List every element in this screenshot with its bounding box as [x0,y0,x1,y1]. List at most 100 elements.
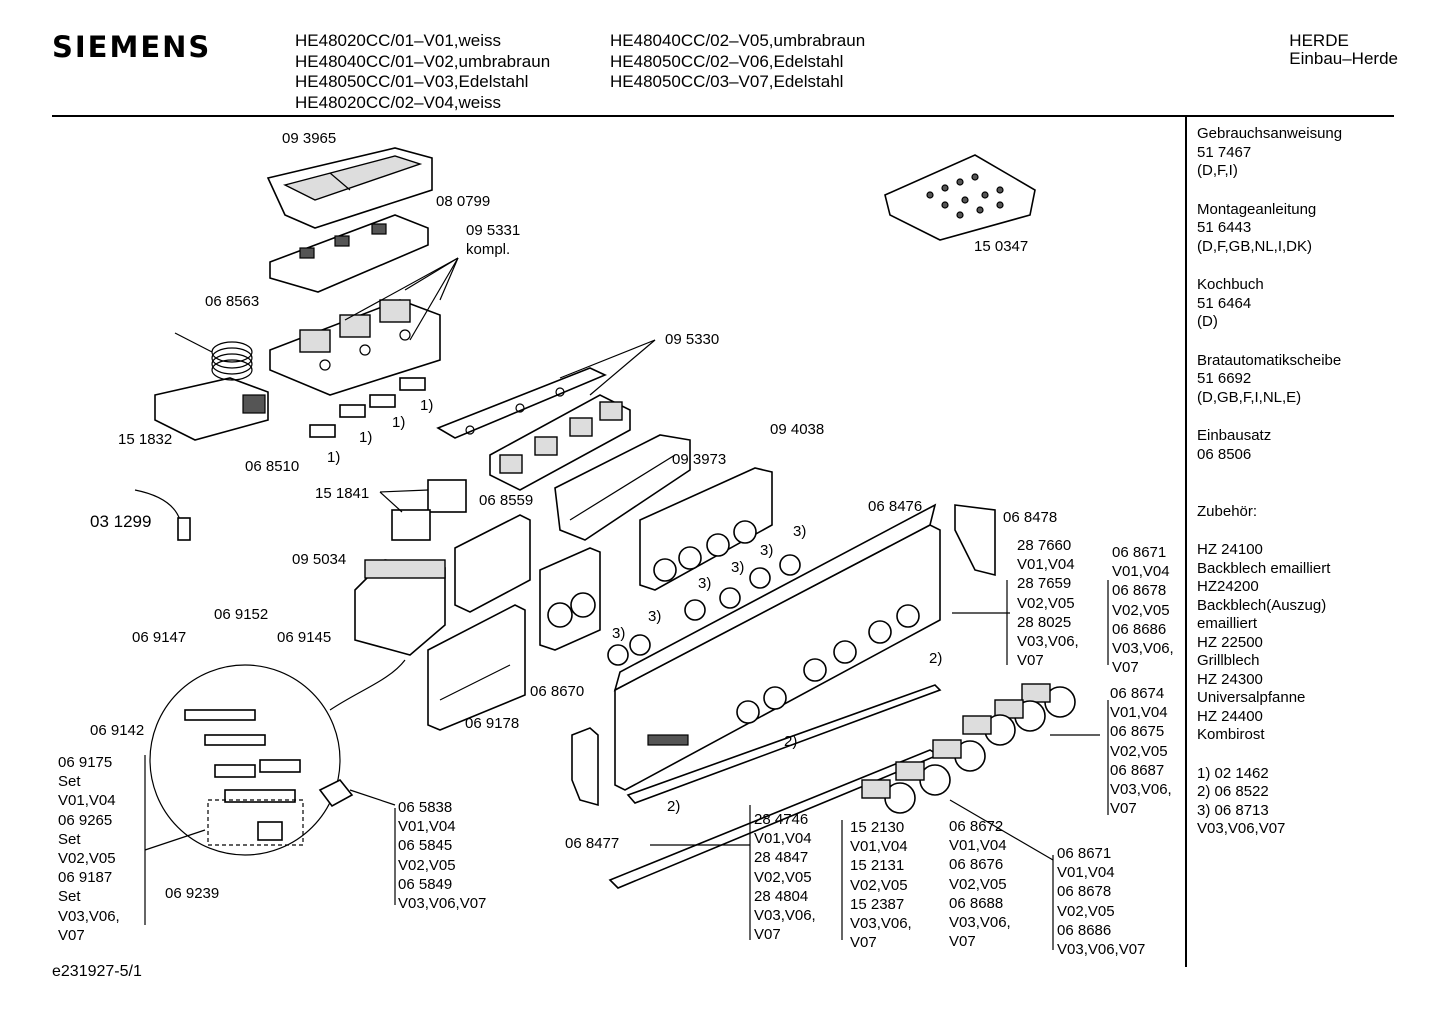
variant-text: V02,V05 [1110,742,1168,760]
footnote-ref: 3) [698,574,711,593]
variant-text: V03,V06, [949,914,1011,932]
footnote-ref: 2) [784,732,797,751]
sidebar-text: 3) 06 8713 [1197,801,1269,819]
bezel-part [639,467,773,591]
part-label: 08 0799 [436,192,490,211]
sidebar-text: HZ24200 [1197,578,1259,595]
variant-text: V03,V06,V07 [398,895,487,913]
control-knobs [861,683,1076,814]
variant-text: V01,V04 [754,830,812,848]
footnote-ref: 2) [929,649,942,668]
sidebar-text: HZ 24400 [1197,707,1263,725]
part-label: 06 8559 [479,491,533,510]
part-number: 06 9175 [58,754,113,771]
part-number: 15 2131 [850,857,905,875]
footnote-ref: 1) [359,428,372,447]
sidebar-text: Einbausatz [1197,427,1272,444]
part-label: 09 5034 [292,550,346,569]
part-note: kompl. [466,241,511,259]
footnote-ref: 1) [420,396,433,415]
part-number: 06 8688 [949,894,1004,912]
part-number: 06 8563 [205,293,260,310]
brand-logo: SIEMENS [52,30,212,64]
parts-sidebar: Gebrauchsanweisung 51 7467 (D,F,I) Monta… [1197,125,1342,859]
part-number: 08 0799 [436,193,491,210]
variant-text: Set [58,773,81,791]
footnote-ref: 2) [667,797,680,816]
sidebar-text: Bratautomatikscheibe [1197,351,1342,369]
part-number: 06 8676 [949,856,1004,874]
mount-bracket-part [454,514,531,613]
sidebar-text: (D) [1197,313,1218,330]
part-number: 09 4038 [770,421,825,438]
pcb-part [427,604,526,731]
part-number: 28 7659 [1017,575,1072,593]
footnote-ref: 1) [392,413,405,432]
sidebar-text: 2) 06 8522 [1197,783,1269,800]
exploded-parts-drawing [134,147,1109,950]
part-number: 06 8559 [479,492,534,509]
variant-text: V03,V06, [754,907,816,925]
part-number: 06 9265 [58,811,113,829]
cable-part [134,489,191,541]
part-label: 06 8476 [868,497,922,516]
sidebar-block: Zubehör: [1197,484,1342,521]
part-label: 06 8478 [1003,508,1057,527]
part-number: 06 5838 [398,799,453,816]
footnote-mark: 3) [612,625,626,642]
footnote-mark: 3) [698,575,712,592]
part-label: 15 1841 [315,484,369,503]
part-number: 06 9178 [465,715,520,732]
variant-text: V07 [1112,659,1139,677]
sidebar-text: (D,F,GB,NL,I,DK) [1197,237,1313,255]
part-number: 06 8671 [1057,845,1112,862]
footnote-mark: 3) [648,608,662,625]
category-title: HERDE Einbau–Herde [1289,32,1398,68]
model-line: HE48040CC/01–V02,umbrabraun [295,51,551,71]
part-number: 09 5034 [292,551,347,568]
variant-text: V02,V05 [949,875,1007,893]
footnote-mark: 2) [784,733,798,750]
footnote-ref: 3) [731,558,744,577]
part-number: 28 8025 [1017,613,1072,631]
sidebar-text: Universalpfanne [1197,689,1306,706]
footnote-ref: 3) [760,541,773,560]
part-label: 06 9178 [465,714,519,733]
sidebar-text: Zubehör: [1197,502,1258,520]
part-number: 15 0347 [974,238,1029,255]
model-line: HE48020CC/02–V04,weiss [295,92,502,112]
part-number: 06 8678 [1112,582,1167,600]
sidebar-text: (D,F,I) [1197,162,1238,179]
part-number: 28 4847 [754,849,809,867]
part-label: 06 8510 [245,457,299,476]
category-line: HERDE [1289,31,1349,50]
variant-text: V02,V05 [58,850,116,868]
sidebar-text [1197,484,1342,503]
footnote-mark: 1) [359,429,373,446]
part-number: 15 2387 [850,895,905,913]
drawing-reference: e231927-5/1 [52,963,142,980]
part-number: 06 8478 [1003,509,1058,526]
variant-text: Set [58,830,81,848]
model-list-1: HE48020CC/01–V01,weiss HE48040CC/01–V02,… [295,31,550,113]
part-number: 06 8687 [1110,761,1165,779]
part-number: 06 9142 [90,722,145,739]
tray-part [266,147,433,229]
sidebar-block: 1) 02 1462 2) 06 8522 3) 06 8713 V03,V06… [1197,765,1342,839]
variant-text: V03,V06, [1017,633,1079,651]
sidebar-text: V03,V06,V07 [1197,820,1286,837]
leader-lines [144,580,1109,950]
part-number: 06 8477 [565,835,620,852]
dial-gears [607,554,801,666]
part-number: 06 5849 [398,875,453,893]
part-label: 09 3965 [282,129,336,148]
variant-text: V02,V05 [398,856,456,874]
sidebar-block: Bratautomatikscheibe 51 6692 (D,GB,F,I,N… [1197,352,1342,408]
part-number: 06 5845 [398,837,453,855]
sidebar-text: HZ 24300 [1197,670,1263,688]
